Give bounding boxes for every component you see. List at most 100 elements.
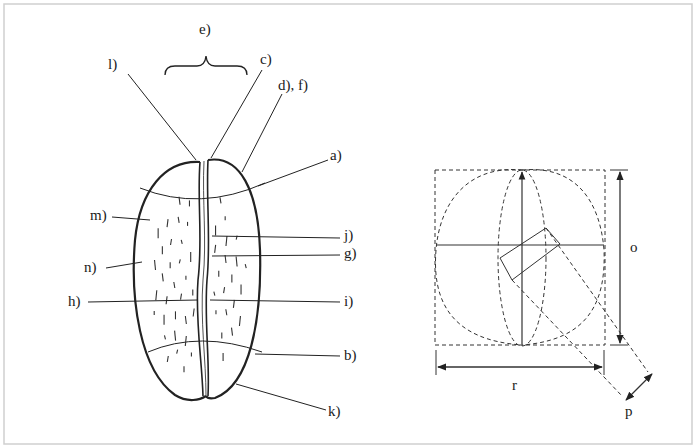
callout-label: e) (199, 22, 211, 37)
texture-stroke (154, 311, 155, 315)
texture-stroke (187, 222, 188, 226)
leader-lines (88, 70, 340, 410)
centre-cut (202, 161, 206, 396)
dimension-p (626, 374, 652, 400)
bounding-box (435, 170, 605, 345)
extension-line (546, 228, 648, 372)
callout-label: l) (108, 57, 117, 72)
texture-stroke (225, 216, 226, 220)
callout-label: h) (68, 294, 81, 309)
extension-line (512, 280, 622, 396)
texture-stroke (232, 328, 233, 336)
bean-right-half (206, 160, 260, 399)
texture-stroke (178, 217, 179, 223)
texture-stroke (233, 300, 234, 308)
texture-stroke (170, 262, 171, 268)
texture-stroke (179, 259, 180, 263)
leader-line (236, 384, 326, 410)
callout-label: p (625, 404, 633, 419)
lower-arc (148, 341, 262, 352)
callout-label: c) (260, 52, 272, 67)
texture-stroke (192, 290, 193, 296)
leader-line (258, 160, 328, 186)
texture-stroke (226, 236, 227, 246)
texture-stroke (245, 264, 246, 268)
callout-label: j) (344, 228, 353, 243)
texture-stroke (215, 310, 216, 314)
leader-line (88, 300, 198, 302)
texture-stroke (162, 246, 163, 254)
leader-line (212, 255, 340, 256)
leader-line (112, 217, 150, 220)
texture-stroke (164, 335, 165, 339)
texture-stroke (220, 197, 221, 203)
leader-line (210, 300, 340, 302)
callout-label: b) (344, 348, 357, 363)
bean-drawing (134, 56, 265, 400)
dimension-sketch (435, 170, 652, 400)
texture-stroke (221, 332, 222, 338)
texture-stroke (185, 316, 186, 324)
texture-stroke (231, 274, 232, 282)
callout-label: r (512, 378, 517, 393)
texture-stroke (155, 260, 156, 270)
leader-line (212, 236, 340, 238)
texture-stroke (164, 315, 165, 325)
texture-stroke (171, 239, 172, 245)
texture-stroke (224, 287, 225, 293)
texture-stroke (236, 257, 237, 267)
texture-stroke (226, 309, 227, 315)
texture-stroke (215, 225, 216, 235)
texture-stroke (190, 252, 191, 262)
texture-stroke (189, 200, 190, 206)
centre-cut (206, 160, 208, 396)
extension-line (610, 345, 628, 346)
texture-stroke (185, 276, 186, 280)
texture-stroke (179, 197, 180, 205)
texture-stroke (191, 352, 192, 356)
texture-stroke (156, 290, 157, 300)
callout-label: g) (344, 246, 357, 261)
bean-texture (154, 197, 246, 373)
brace (165, 56, 247, 75)
callout-label: a) (330, 148, 342, 163)
texture-stroke (193, 308, 194, 316)
texture-stroke (175, 311, 176, 319)
callout-label: o (630, 240, 638, 255)
texture-stroke (223, 353, 224, 361)
leader-line (242, 94, 282, 172)
frame (4, 4, 692, 444)
extension-line (604, 350, 605, 375)
dimension-o (619, 172, 620, 343)
dimension-r (438, 366, 602, 367)
texture-stroke (214, 292, 215, 296)
callout-label: m) (90, 208, 107, 223)
texture-stroke (174, 282, 175, 288)
texture-stroke (240, 284, 241, 294)
bean-outline-dashed (435, 170, 522, 345)
texture-stroke (215, 245, 216, 253)
texture-stroke (167, 356, 168, 362)
leader-line (128, 74, 196, 160)
texture-stroke (162, 273, 163, 281)
bean-outline-dashed (522, 170, 604, 345)
texture-stroke (181, 294, 182, 300)
texture-stroke (177, 350, 178, 354)
texture-stroke (218, 271, 219, 277)
texture-stroke (185, 336, 186, 346)
callout-label: n) (84, 260, 97, 275)
callout-label: i) (344, 294, 353, 309)
upper-arc (140, 183, 265, 199)
texture-stroke (158, 228, 159, 238)
texture-stroke (167, 219, 168, 227)
leader-line (106, 262, 142, 268)
extension-line (610, 170, 628, 171)
texture-stroke (183, 366, 184, 372)
texture-stroke (239, 316, 240, 326)
callout-label: d), f) (278, 78, 308, 93)
side-outline-dashed (498, 170, 546, 346)
centre-cut (197, 162, 203, 396)
texture-stroke (181, 240, 182, 244)
